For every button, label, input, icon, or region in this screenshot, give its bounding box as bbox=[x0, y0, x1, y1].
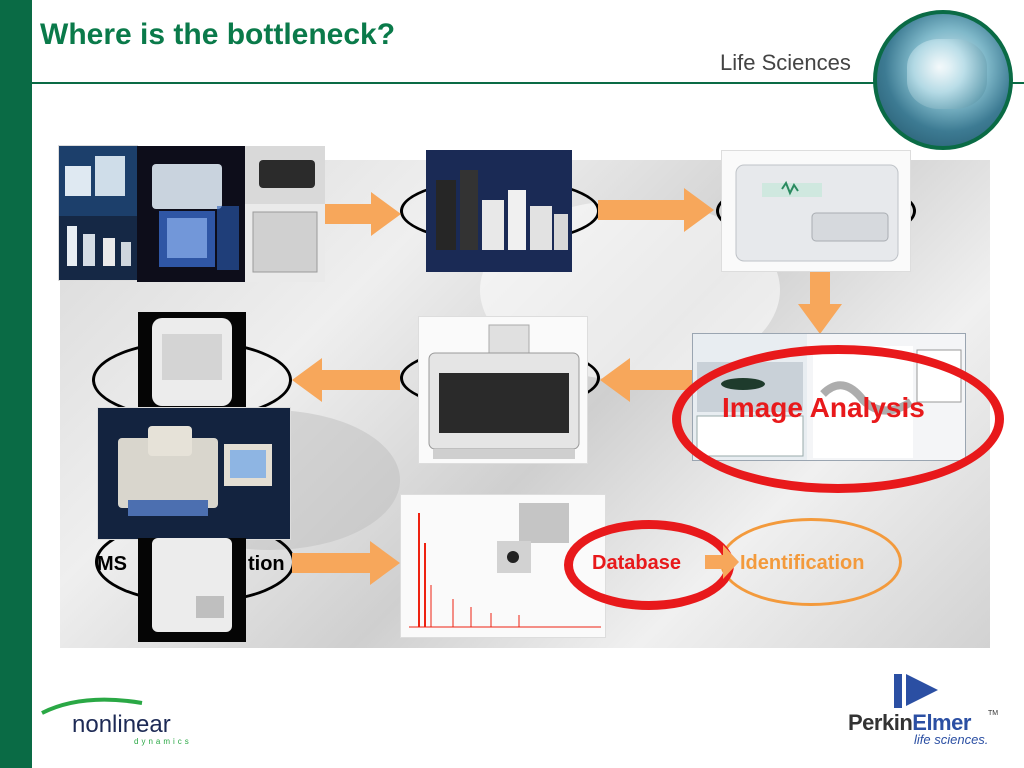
perkin-text: Perkin bbox=[848, 710, 913, 735]
image-analysis-label: Image Analysis bbox=[722, 392, 925, 423]
electrophoresis-unit-photo bbox=[137, 146, 245, 282]
arrow-left-2 bbox=[600, 358, 692, 402]
ms-instrument-photo bbox=[138, 538, 246, 642]
arrow-right-2 bbox=[598, 188, 714, 232]
identification-label: Identification bbox=[740, 552, 865, 574]
ms-label-right: tion bbox=[248, 553, 285, 575]
arrow-right-3 bbox=[292, 541, 400, 585]
brand-label: Life Sciences bbox=[720, 50, 851, 75]
nonlinear-logo: nonlinear dynamics bbox=[40, 695, 200, 755]
perkinelmer-wordmark: PerkinElmer bbox=[848, 710, 971, 736]
ms-label-left: MS bbox=[97, 553, 127, 575]
arrow-right-1 bbox=[323, 192, 401, 236]
liquid-handler-photo bbox=[97, 407, 291, 540]
digester-robot-photo bbox=[418, 316, 588, 464]
title-divider bbox=[32, 82, 1024, 84]
arrow-down bbox=[798, 270, 842, 334]
perkinelmer-tagline: life sciences. bbox=[914, 732, 989, 747]
left-accent-bar bbox=[0, 0, 32, 768]
spot-picker-photo bbox=[138, 312, 246, 412]
brand-emblem-icon bbox=[873, 10, 1013, 150]
reagent-bottles-photo bbox=[426, 150, 572, 272]
image-analysis-highlight bbox=[672, 345, 1004, 493]
perkinelmer-trademark: TM bbox=[988, 710, 999, 717]
gel-scanner-photo bbox=[721, 150, 911, 272]
arrow-left-1 bbox=[292, 358, 400, 402]
perkinelmer-logo: PerkinElmer TM life sciences. bbox=[848, 668, 998, 758]
slide-title: Where is the bottleneck? bbox=[40, 18, 396, 51]
nonlinear-logo-tag: dynamics bbox=[134, 737, 192, 746]
elmer-text: Elmer bbox=[912, 710, 971, 735]
gel-tank-photo bbox=[245, 146, 325, 282]
nonlinear-logo-name: nonlinear bbox=[72, 711, 171, 738]
database-label: Database bbox=[592, 552, 681, 574]
lab-supplies-photo bbox=[58, 145, 138, 281]
arrow-right-4 bbox=[705, 545, 739, 579]
